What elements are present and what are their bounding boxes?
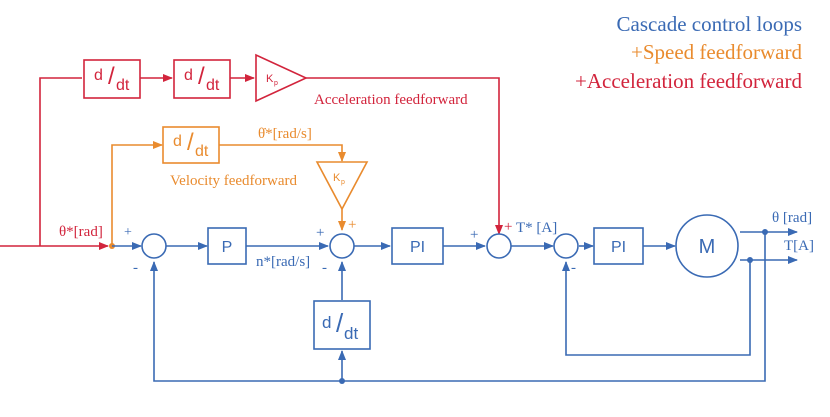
theta-dot-ref-label: θ̇*[rad/s] [258,126,312,142]
sum-junction-position [141,233,167,259]
speed-ref-label: n*[rad/s] [256,254,310,270]
deriv-d-text: d [94,67,103,84]
torque-ref-label: T* [A] [516,220,557,236]
velocity-derivative-block: d / dt [162,126,220,164]
accel-branch-line [39,77,82,246]
acceleration-feedforward-label: Acceleration feedforward [314,92,468,108]
accel-derivative-block-1: d / dt [83,59,141,99]
accel-gain-block: K p [255,53,308,103]
velocity-to-gain-line [219,144,346,162]
velocity-feedforward-label: Velocity feedforward [170,173,298,189]
motor-block: M [675,214,739,278]
acceleration-feedforward-path [0,74,503,250]
velocity-gain-block: K p [315,161,369,211]
deriv-d-text: d [184,67,193,84]
deriv-dt-text: dt [344,324,358,343]
gain-k-text: K [333,172,341,184]
sum1-minus-sign: - [133,260,138,276]
accel-to-sum-line [306,77,503,235]
position-feedback-line [150,232,766,382]
p-block-label: P [222,239,233,256]
deriv-dt-text: dt [116,77,130,94]
sum-junction-current [553,233,579,259]
cascade-signal-lines [112,228,798,382]
theta-output-label: θ [rad] [772,210,812,226]
sum4-minus-sign: - [571,260,576,276]
sum1-plus-sign: + [124,225,132,240]
deriv-d-text: d [322,313,331,332]
theta-ref-label: θ*[rad] [59,224,103,240]
motor-label: M [699,236,716,258]
gain-sub-text: p [274,80,278,87]
deriv-slash-text: / [187,129,194,156]
deriv-d-text: d [173,133,182,150]
gain-sub-text: p [341,179,345,186]
deriv-dt-text: dt [195,143,209,160]
deriv-dt-text: dt [206,77,220,94]
velocity-branch-line [111,141,163,246]
theta-branch-point [762,229,768,235]
sum3-ff-plus-sign: + [504,219,512,235]
summing-junctions [141,233,579,259]
accel-derivative-block-2: d / dt [173,59,231,99]
speed-derivative-block: d / dt [313,300,371,350]
pi-current-label: PI [611,239,626,256]
deriv-slash-text: / [336,308,344,338]
pi-speed-controller-block: PI [391,227,444,265]
pi-speed-label: PI [410,239,425,256]
torque-branch-point [747,257,753,263]
legend-acceleration-feedforward: +Acceleration feedforward [575,69,802,93]
deriv-slash-text: / [198,63,205,90]
sum2-plus-sign: + [316,225,324,241]
legend-speed-feedforward: +Speed feedforward [630,40,802,64]
torque-output-label: T[A] [784,238,814,254]
feedback-branch-point [339,378,345,384]
sum2-minus-sign: - [322,260,327,276]
current-feedback-line [562,260,751,356]
gain-k-text: K [266,73,274,85]
deriv-slash-text: / [108,63,115,90]
sum-junction-speed [329,233,355,259]
sum2-ff-plus-sign: + [348,217,356,233]
sum-junction-torque-ff [486,233,512,259]
sum3-plus-sign: + [470,227,478,243]
legend-cascade: Cascade control loops [616,12,802,36]
velocity-feedforward-path [111,141,346,246]
pi-current-controller-block: PI [593,227,644,265]
p-controller-block: P [207,227,247,265]
